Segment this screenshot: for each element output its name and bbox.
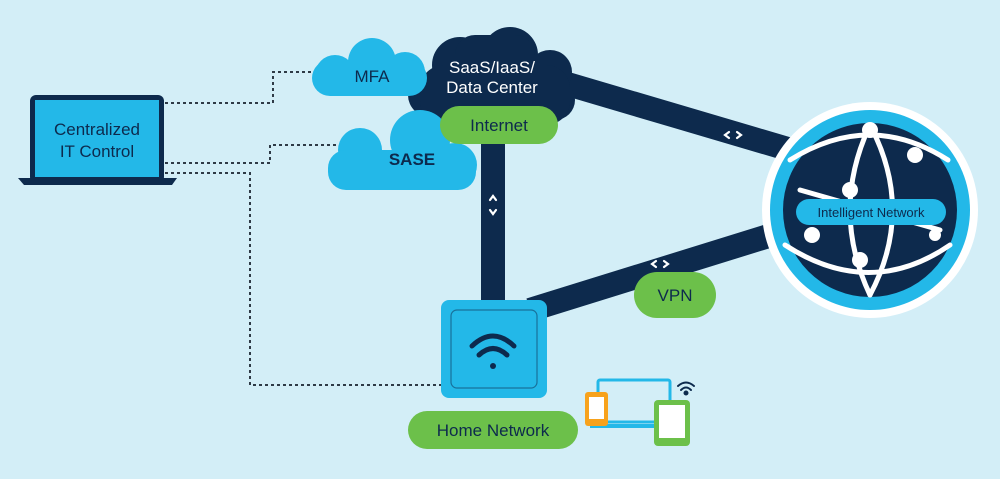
- intelligent-network-globe: Intelligent Network: [762, 102, 978, 318]
- intelligent-network-pill: [796, 199, 946, 225]
- mfa-cloud: [312, 38, 427, 96]
- connector-laptop-home: [165, 172, 441, 386]
- vpn-pill: [634, 272, 716, 318]
- laptop-label-line2: IT Control: [60, 142, 134, 161]
- connector-laptop-mfa: [165, 71, 312, 104]
- small-wifi-icon: [677, 381, 695, 396]
- sase-cloud: [328, 110, 477, 190]
- wifi-icon: [469, 333, 517, 369]
- bidirectional-arrow-icon: [723, 130, 743, 140]
- laptop-label-line1: Centralized: [54, 120, 140, 139]
- bidirectional-arrow-icon: [650, 259, 670, 269]
- home-network-label: Home Network: [437, 421, 550, 440]
- connector-laptop-sase: [165, 144, 345, 164]
- saas-label-line2: Data Center: [446, 78, 538, 97]
- internet-label: Internet: [470, 116, 528, 135]
- vpn-label: VPN: [658, 286, 693, 305]
- link-cloud-intelligent: [516, 58, 829, 172]
- intelligent-network-label: Intelligent Network: [818, 205, 925, 220]
- home-network-pill: [408, 411, 578, 449]
- laptop: Centralized IT Control: [18, 95, 177, 185]
- mfa-label: MFA: [355, 67, 391, 86]
- devices-icon: [585, 378, 695, 446]
- home-router: [441, 300, 547, 398]
- saas-label-line1: SaaS/IaaS/: [449, 58, 535, 77]
- internet-pill: [440, 106, 558, 144]
- dotted-connectors: [165, 71, 441, 386]
- bidirectional-arrow-icon: [488, 194, 498, 216]
- sase-label: SASE: [389, 150, 435, 169]
